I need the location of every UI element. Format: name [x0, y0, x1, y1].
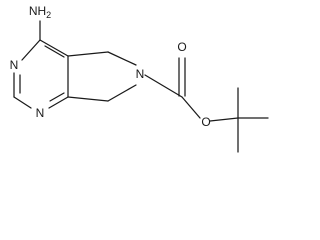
bond-n6-ccarbonyl — [144, 74, 183, 98]
pyrimidine-n3-label: N — [10, 58, 19, 72]
bond-c4-c4a-inner — [44, 45, 65, 58]
structure-canvas: NH2 N N N O O — [9, 4, 269, 153]
pyrimidine-n1-label: N — [36, 106, 45, 120]
bond-n6-c7 — [107, 84, 137, 102]
carbonyl-oxygen-label: O — [177, 40, 186, 54]
pyrrolidine-n-label: N — [136, 67, 145, 81]
amino-label: NH2 — [29, 4, 51, 20]
amino-label-subscript: 2 — [46, 10, 51, 20]
molecule-drawing: NH2 N N N O O — [10, 4, 269, 153]
bond-n1-c2 — [13, 96, 32, 109]
bond-c4a-c5 — [67, 51, 109, 57]
bond-oester-ctert — [209, 117, 239, 122]
bond-n3-c4 — [21, 39, 41, 61]
bond-c4-c4a — [39, 39, 69, 57]
bond-ccarbonyl-oester — [181, 96, 201, 119]
bond-c7a-n1-inner — [49, 92, 65, 102]
amino-label-main: NH — [29, 4, 46, 18]
bond-c5-n6 — [107, 51, 137, 66]
bond-c7-c7a — [67, 96, 109, 102]
bond-c7a-n1 — [48, 96, 69, 109]
ester-oxygen-label: O — [201, 115, 210, 129]
